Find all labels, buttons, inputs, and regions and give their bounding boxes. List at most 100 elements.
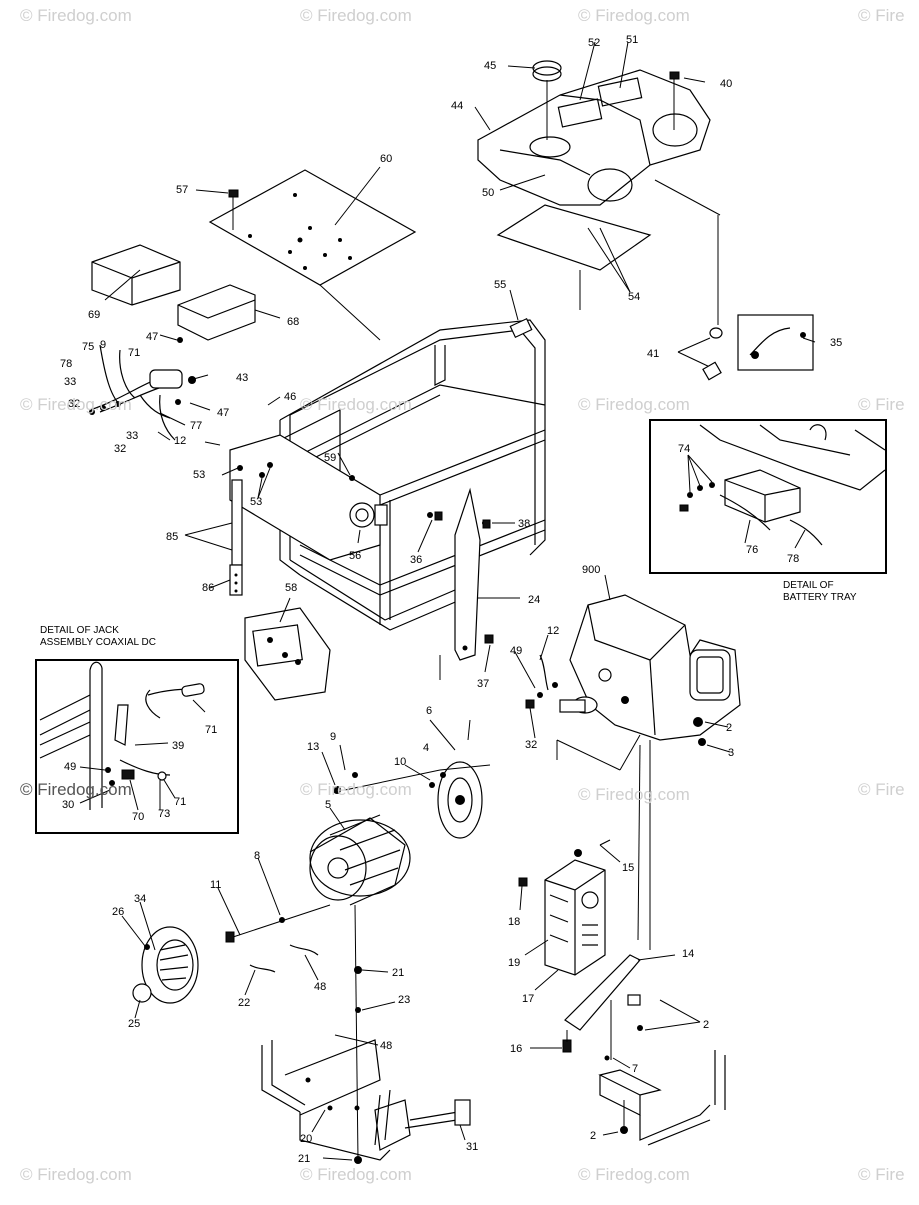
battery-tray-detail-box	[649, 419, 887, 574]
callout-5: 5	[325, 799, 331, 811]
callout-19: 19	[508, 957, 520, 969]
callout-30: 30	[62, 799, 74, 811]
callout-2: 2	[726, 722, 732, 734]
wiring-harness	[89, 344, 196, 441]
watermark: © Firedog.com	[300, 780, 412, 799]
watermark: © Fire	[858, 395, 905, 414]
callout-85: 85	[166, 531, 178, 543]
callout-21: 21	[392, 967, 404, 979]
callout-32b: 32	[114, 443, 126, 455]
callout-21b: 21	[298, 1153, 310, 1165]
callout-26: 26	[112, 906, 124, 918]
muffler	[518, 734, 651, 976]
callout-33: 33	[64, 376, 76, 388]
fuel-tank	[477, 69, 711, 206]
watermark: © Firedog.com	[578, 785, 690, 804]
callout-9: 9	[100, 339, 106, 351]
callout-70: 70	[132, 811, 144, 823]
callout-2c: 2	[590, 1130, 596, 1142]
callout-53: 53	[193, 469, 205, 481]
top-cover-plate	[208, 169, 417, 341]
callout-77: 77	[190, 420, 202, 432]
callout-44: 44	[451, 100, 463, 112]
callout-71c: 71	[174, 796, 186, 808]
callout-43: 43	[236, 372, 248, 384]
callout-45: 45	[484, 60, 496, 72]
frame-brace	[434, 487, 494, 680]
callout-71b: 71	[205, 724, 217, 736]
jack-detail-title-line1: DETAIL OF JACK	[40, 625, 119, 636]
callout-32c: 32	[525, 739, 537, 751]
callout-76: 76	[746, 544, 758, 556]
engine	[525, 594, 741, 746]
control-panel	[244, 607, 331, 701]
alternator-hardware	[225, 764, 491, 973]
watermark: © Fire	[858, 780, 905, 799]
callout-11: 11	[210, 879, 221, 891]
battery-tray	[177, 284, 256, 343]
callout-23: 23	[398, 994, 410, 1006]
callout-59: 59	[324, 452, 336, 464]
watermark: © Firedog.com	[578, 395, 690, 414]
leader-lines	[104, 41, 816, 1161]
callout-12: 12	[174, 435, 186, 447]
callout-49b: 49	[64, 761, 76, 773]
callout-69: 69	[88, 309, 100, 321]
callout-48: 48	[314, 981, 326, 993]
callout-68: 68	[287, 316, 299, 328]
callout-78b: 78	[787, 553, 799, 565]
callout-39: 39	[172, 740, 184, 752]
callout-36: 36	[410, 554, 422, 566]
callout-41: 41	[647, 348, 659, 360]
callout-50: 50	[482, 187, 494, 199]
callout-24: 24	[528, 594, 540, 606]
callout-22: 22	[238, 997, 250, 1009]
callout-18: 18	[508, 916, 520, 928]
callout-13: 13	[307, 741, 319, 753]
watermark: © Fire	[858, 1165, 905, 1184]
callout-6: 6	[426, 705, 432, 717]
callout-54: 54	[628, 291, 640, 303]
callout-12b: 12	[547, 625, 559, 637]
callout-10: 10	[394, 756, 406, 768]
watermark: © Firedog.com	[300, 395, 412, 414]
wire-detail-box	[702, 314, 814, 381]
callout-71: 71	[128, 347, 140, 359]
panel-bracket	[229, 434, 388, 561]
callout-3: 3	[728, 747, 734, 759]
watermark: © Firedog.com	[300, 1165, 412, 1184]
callout-33b: 33	[126, 430, 138, 442]
callout-900: 900	[582, 564, 600, 576]
support-leg	[229, 479, 243, 596]
watermark: © Firedog.com	[20, 780, 132, 799]
callout-20: 20	[300, 1133, 312, 1145]
callout-25: 25	[128, 1018, 140, 1030]
callout-17: 17	[522, 993, 534, 1005]
callout-34: 34	[134, 893, 146, 905]
alternator-stator	[309, 814, 411, 906]
rear-cradle	[261, 1007, 471, 1164]
callout-56: 56	[349, 550, 361, 562]
callout-60: 60	[380, 153, 392, 165]
callout-48b: 48	[380, 1040, 392, 1052]
callout-73: 73	[158, 808, 170, 820]
callout-49: 49	[510, 645, 522, 657]
fan-cover	[132, 926, 199, 1004]
battery-detail-title-line1: DETAIL OF	[783, 580, 834, 591]
front-cradle	[598, 1000, 726, 1146]
callout-53b: 53	[250, 496, 262, 508]
callout-15: 15	[622, 862, 634, 874]
callout-47: 47	[146, 331, 158, 343]
callout-55: 55	[494, 279, 506, 291]
callout-58: 58	[285, 582, 297, 594]
callout-47b: 47	[217, 407, 229, 419]
fuel-cap	[532, 60, 562, 140]
callout-32: 32	[68, 398, 80, 410]
watermark: © Fire	[858, 6, 905, 25]
battery	[91, 244, 181, 306]
callout-40: 40	[720, 78, 732, 90]
watermark: © Firedog.com	[578, 6, 690, 25]
jack-detail-box	[35, 659, 239, 834]
jack-detail-title: DETAIL OF JACK ASSEMBLY COAXIAL DC	[40, 625, 156, 649]
